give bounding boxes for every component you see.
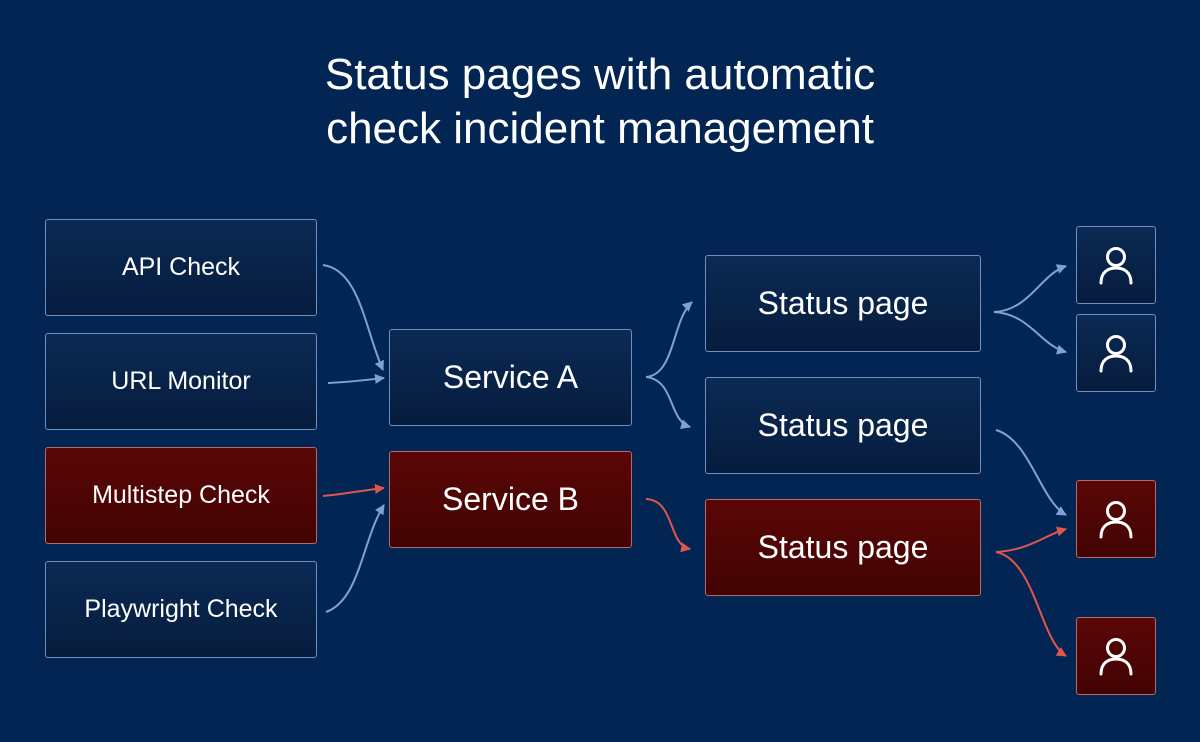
user-icon [1099, 501, 1133, 539]
status-page-1[interactable]: Status page [705, 255, 981, 352]
status-page-2-label: Status page [757, 407, 929, 443]
subscriber-4[interactable] [1076, 617, 1156, 695]
status-page-1-label: Status page [757, 285, 929, 321]
user-icon [1099, 247, 1133, 285]
page-title: Status pages with automatic check incide… [0, 48, 1200, 156]
service-b[interactable]: Service B [389, 451, 632, 548]
edge-status-1-to-user-1 [993, 264, 1067, 313]
service-a-label: Service A [442, 359, 579, 395]
edge-service-b-to-status-3 [645, 498, 691, 553]
edge-status-2-to-user-3 [995, 429, 1067, 516]
status-page-3-label: Status page [757, 529, 929, 565]
edge-status-1-to-user-2 [993, 311, 1067, 355]
service-a[interactable]: Service A [389, 329, 632, 426]
status-page-2[interactable]: Status page [705, 377, 981, 474]
edge-status-3-to-user-4 [995, 551, 1067, 657]
edge-api-check-to-service-a [322, 264, 384, 371]
service-b-label: Service B [442, 481, 579, 517]
title-line-1: Status pages with automatic [324, 50, 876, 99]
edge-service-a-to-status-2 [645, 376, 691, 430]
user-icon [1099, 335, 1133, 373]
check-url-monitor[interactable]: URL Monitor [45, 333, 317, 430]
check-api-label: API Check [121, 253, 241, 281]
check-api[interactable]: API Check [45, 219, 317, 316]
check-multistep-label: Multistep Check [92, 481, 270, 509]
title-line-2: check incident management [326, 104, 874, 153]
check-playwright-label: Playwright Check [84, 595, 278, 623]
user-icon [1099, 638, 1133, 676]
subscriber-3[interactable] [1076, 480, 1156, 558]
edge-status-3-to-user-3 [995, 526, 1067, 553]
check-playwright[interactable]: Playwright Check [45, 561, 317, 658]
check-multistep[interactable]: Multistep Check [45, 447, 317, 544]
check-url-monitor-label: URL Monitor [111, 367, 251, 395]
edge-multistep-to-service-b [322, 483, 385, 497]
edge-playwright-to-service-b [325, 504, 385, 613]
subscriber-1[interactable] [1076, 226, 1156, 304]
subscriber-2[interactable] [1076, 314, 1156, 392]
status-page-3[interactable]: Status page [705, 499, 981, 596]
edge-service-a-to-status-1 [645, 301, 693, 378]
edge-url-monitor-to-service-a [327, 373, 385, 384]
